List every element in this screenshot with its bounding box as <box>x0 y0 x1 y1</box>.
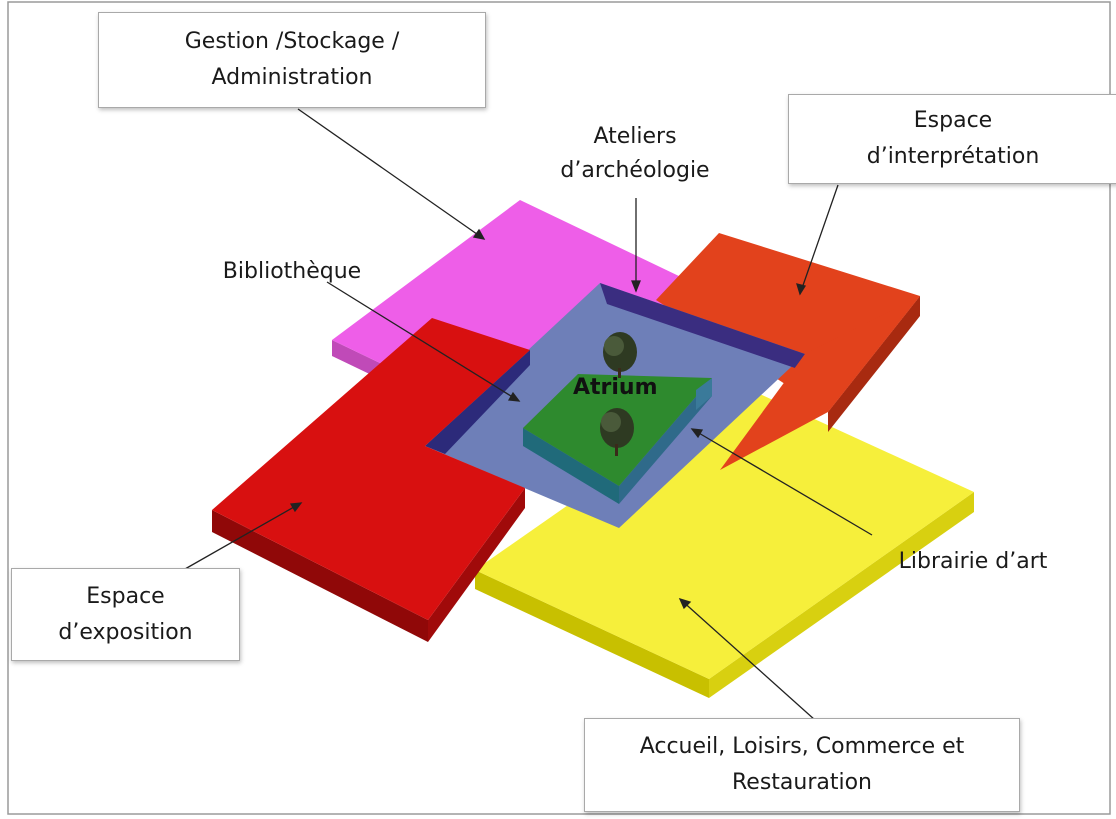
librairie-label: Librairie d’art <box>898 549 1048 574</box>
interpretation-line-1: Espace <box>913 108 993 133</box>
accueil-line-1: Accueil, Loisirs, Commerce et <box>639 734 965 759</box>
gestion-box: Gestion /Stockage / Administration <box>98 12 486 108</box>
gestion-line-1: Gestion /Stockage / <box>184 29 400 54</box>
tree-icon <box>600 408 634 456</box>
accueil-box: Accueil, Loisirs, Commerce et Restaurati… <box>584 718 1020 812</box>
ateliers-line-2: d’archéologie <box>560 158 710 183</box>
interpretation-tower <box>720 296 920 470</box>
accueil-block <box>475 385 974 698</box>
outer-frame <box>7 1 1111 815</box>
gestion-line-2: Administration <box>211 65 373 90</box>
atrium-label: Atrium <box>573 375 658 400</box>
bibliotheque-label: Bibliothèque <box>222 259 362 284</box>
exposition-block <box>212 318 530 642</box>
interpretation-box: Espace d’interprétation <box>788 94 1116 184</box>
exposition-line-2: d’exposition <box>58 619 193 645</box>
ateliers-label: Ateliers d’archéologie <box>560 120 710 188</box>
exposition-line-1: Espace <box>86 583 165 609</box>
pointer-arrows <box>177 108 873 721</box>
accueil-line-2: Restauration <box>731 770 872 795</box>
exposition-box: Espace d’exposition <box>11 568 240 661</box>
interpretation-line-2: d’interprétation <box>866 144 1040 169</box>
ateliers-line-1: Ateliers <box>593 124 677 149</box>
tree-icon <box>603 332 637 378</box>
